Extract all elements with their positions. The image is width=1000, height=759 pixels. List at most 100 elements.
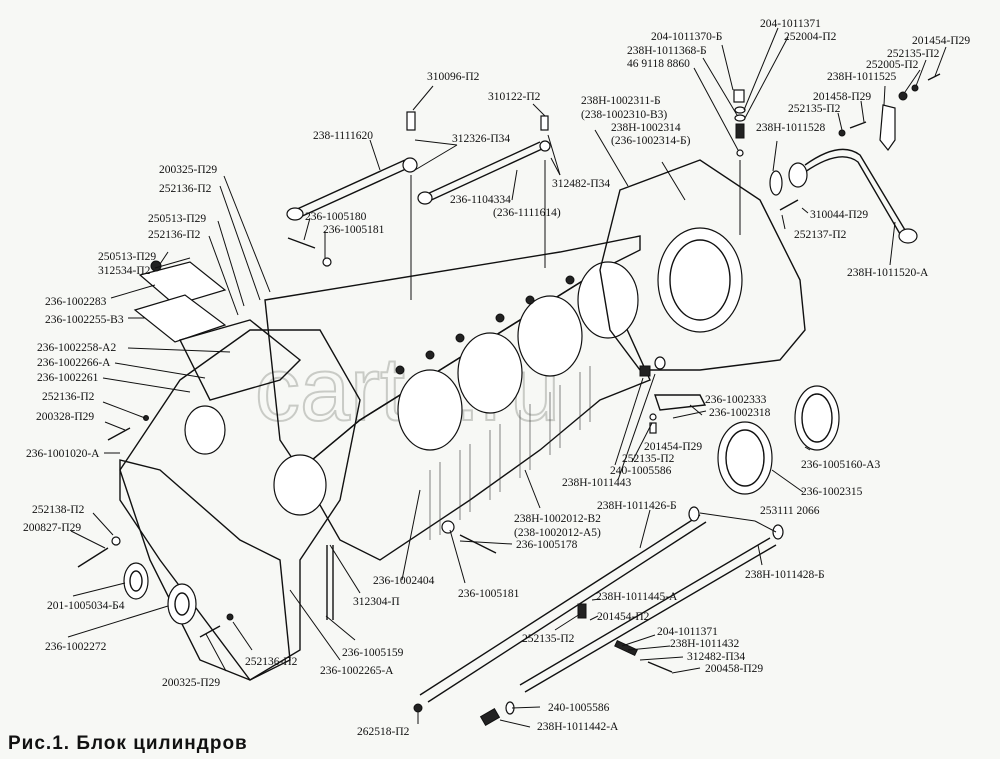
label-1011445: 238Н-1011445-А — [596, 591, 678, 603]
o-ring-253111-1 — [688, 506, 700, 522]
washer-252136 — [143, 415, 149, 421]
cover-plate-1002283 — [138, 261, 227, 306]
label-240-1005586-bottom: 240-1005586 — [548, 702, 610, 714]
label-1011426: 238Н-1011426-Б — [597, 500, 677, 512]
label-1002266: 236-1002266-А — [37, 357, 111, 369]
label-1002318: 236-1002318 — [709, 407, 771, 419]
union-1011442 — [479, 701, 515, 727]
label-1002012-a5: (238-1002012-А5) — [514, 527, 601, 539]
label-1011370: 204-1011370-Б — [651, 31, 722, 43]
front-opening — [184, 405, 226, 455]
flywheel-housing-bore — [657, 227, 743, 333]
label-1005034: 201-1005034-Б4 — [47, 600, 125, 612]
label-201454-p2: 201454-П2 — [597, 611, 650, 623]
pressure-valve-stack — [733, 89, 746, 235]
deck-holes — [395, 275, 575, 375]
block-side-hatching — [429, 366, 591, 540]
label-1005159: 236-1005159 — [342, 647, 404, 659]
label-252138: 252138-П2 — [32, 504, 85, 516]
label-204-1011371-top: 204-1011371 — [760, 18, 821, 30]
label-1002272: 236-1002272 — [45, 641, 107, 653]
label-252136-b: 252136-П2 — [148, 229, 201, 241]
oil-channel-pipe-1011428 — [519, 537, 777, 693]
label-204-1011371-bottom: 204-1011371 — [657, 626, 718, 638]
label-252136-top: 252136-П2 — [159, 183, 212, 195]
label-1002261: 236-1002261 — [37, 372, 99, 384]
label-1002314-b: (236-1002314-Б) — [611, 135, 691, 147]
label-252137: 252137-П2 — [794, 229, 847, 241]
label-46-9118-8860: 46 9118 8860 — [627, 58, 690, 70]
label-310122: 310122-П2 — [488, 91, 541, 103]
part-labels: 310096-П2 310122-П2 238-1111620 312326-П… — [23, 18, 970, 738]
gasket-1002318 — [654, 394, 707, 411]
label-252135-bottom: 252135-П2 — [522, 633, 575, 645]
label-200328: 200328-П29 — [36, 411, 94, 423]
label-201454-mid: 201454-П29 — [644, 441, 702, 453]
figure-caption: Рис.1. Блок цилиндров — [8, 733, 248, 754]
oil-pipe-1011520-inner — [804, 156, 901, 235]
label-240-1005586-mid: 240-1005586 — [610, 465, 672, 477]
engine-block-drawing — [77, 73, 941, 727]
cylinder-bore-3 — [517, 295, 583, 377]
label-252135-top-b: 252135-П2 — [788, 103, 841, 115]
label-201458: 201458-П29 — [813, 91, 871, 103]
label-252135-mid: 252135-П2 — [622, 453, 675, 465]
washer-252138 — [111, 536, 121, 546]
cylinder-bore-1 — [397, 369, 463, 451]
plug-1011443 — [639, 356, 666, 377]
label-1002265: 236-1002265-А — [320, 665, 394, 677]
leader-lines — [67, 27, 947, 728]
washer-252136-bottom — [226, 613, 234, 621]
label-1002283: 236-1002283 — [45, 296, 107, 308]
label-1005178: 236-1005178 — [516, 539, 578, 551]
label-200325-top: 200325-П29 — [159, 164, 217, 176]
label-1111620: 238-1111620 — [313, 130, 373, 142]
breather-body — [178, 319, 302, 401]
label-250513-a: 250513-П29 — [148, 213, 206, 225]
label-1002315: 236-1002315 — [801, 486, 863, 498]
label-1002333: 236-1002333 — [705, 394, 767, 406]
label-1011520: 238Н-1011520-А — [847, 267, 929, 279]
bolt-1005178 — [459, 534, 497, 554]
label-252136-c: 252136-П2 — [42, 391, 95, 403]
label-1005180: 236-1005180 — [305, 211, 367, 223]
label-250513-b: 250513-П29 — [98, 251, 156, 263]
label-1002310: (238-1002310-В3) — [581, 109, 667, 121]
label-312326: 312326-П34 — [452, 133, 510, 145]
bracket-1011525 — [879, 104, 896, 152]
label-1011428: 238Н-1011428-Б — [745, 569, 825, 581]
nut-1005181 — [322, 257, 332, 267]
label-1002012-v2: 238Н-1002012-В2 — [514, 513, 601, 525]
flywheel-housing-seal — [669, 239, 731, 321]
label-253111: 253111 2066 — [760, 505, 820, 517]
label-1104334: 236-1104334 — [450, 194, 511, 206]
bolt-200328 — [107, 427, 131, 441]
top-right-bolts — [838, 73, 941, 137]
label-1002311: 238Н-1002311-Б — [581, 95, 661, 107]
label-310096: 310096-П2 — [427, 71, 480, 83]
label-252005: 252005-П2 — [866, 59, 919, 71]
label-200458: 200458-П29 — [705, 663, 763, 675]
label-1111614: (236-1111614) — [493, 207, 561, 219]
cylinder-bore-4 — [577, 261, 639, 339]
bolt-200827 — [77, 547, 109, 568]
label-1005160: 236-1005160-А3 — [801, 459, 880, 471]
o-ring-253111-2 — [772, 524, 784, 540]
oil-pipe-1011520 — [804, 148, 906, 231]
label-1011442: 238Н-1011442-А — [537, 721, 619, 733]
oil-tube-1111620 — [286, 157, 418, 221]
label-1011528: 238Н-1011528 — [756, 122, 825, 134]
oil-channel-pipe-1011426 — [419, 514, 707, 703]
front-bracket — [119, 459, 291, 681]
label-1011525: 238Н-1011525 — [827, 71, 896, 83]
front-cover — [119, 329, 361, 681]
label-1005181-bottom: 236-1005181 — [458, 588, 520, 600]
oil-tube-1104334 — [417, 140, 551, 205]
label-262518: 262518-П2 — [357, 726, 410, 738]
label-252135-top-a: 252135-П2 — [887, 48, 940, 60]
seal-1002315 — [717, 421, 773, 495]
label-310044: 310044-П29 — [810, 209, 868, 221]
label-200325-bottom: 200325-П29 — [162, 677, 220, 689]
label-200827: 200827-П29 — [23, 522, 81, 534]
